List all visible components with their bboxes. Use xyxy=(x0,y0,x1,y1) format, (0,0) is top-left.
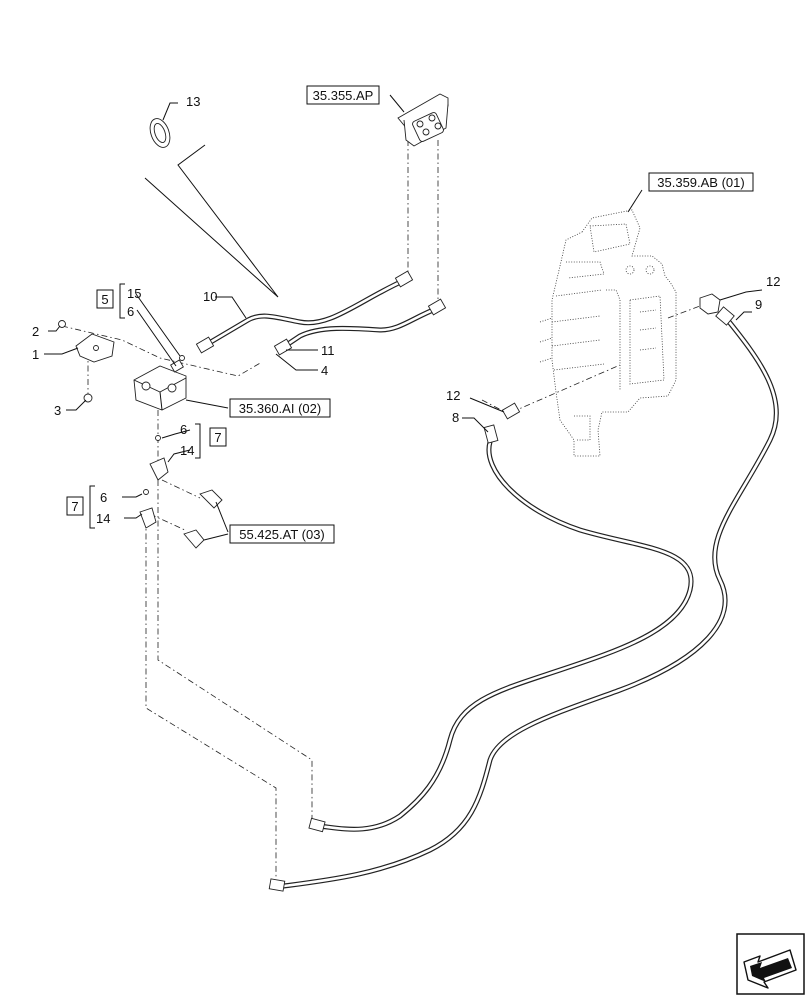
callout-4: 4 xyxy=(321,363,328,378)
next-page-arrow-icon[interactable] xyxy=(736,933,805,995)
ref-box-35360ai[interactable]: 35.360.AI (02) xyxy=(229,398,331,418)
adaptor-fittings xyxy=(501,293,721,420)
ref-box-55425at[interactable]: 55.425.AT (03) xyxy=(229,524,335,544)
callouts: 13 10 15 6 2 1 3 11 4 6 14 6 14 12 12 8 … xyxy=(32,94,780,526)
kit-label-7-upper: 7 xyxy=(214,430,221,445)
control-valve-outline xyxy=(539,209,677,457)
callout-12-left: 12 xyxy=(446,388,460,403)
centerlines xyxy=(61,140,701,878)
callout-14-kit7-lower: 14 xyxy=(96,511,110,526)
shuttle-valve xyxy=(133,355,187,411)
kit-box-5: 5 xyxy=(96,289,114,309)
kit-box-7-lower: 7 xyxy=(66,496,84,516)
callout-11: 11 xyxy=(321,343,335,358)
callout-6-kit7-upper: 6 xyxy=(180,422,187,437)
hose-fittings xyxy=(195,270,735,892)
hoses xyxy=(201,277,779,889)
bracket-part-1 xyxy=(58,320,115,403)
kit-brackets xyxy=(89,283,201,529)
callout-6-kit5: 6 xyxy=(127,304,134,319)
ref-box-35355ap[interactable]: 35.355.AP xyxy=(306,85,380,105)
callout-14-kit7-upper: 14 xyxy=(180,443,194,458)
callout-15: 15 xyxy=(127,286,141,301)
ref-label-55425at: 55.425.AT (03) xyxy=(239,527,325,542)
leader-lines xyxy=(44,94,763,541)
ref-box-35359ab[interactable]: 35.359.AB (01) xyxy=(648,172,754,192)
callout-9: 9 xyxy=(755,297,762,312)
callout-3: 3 xyxy=(54,403,61,418)
callout-6-kit7-lower: 6 xyxy=(100,490,107,505)
callout-1: 1 xyxy=(32,347,39,362)
pilot-valve-block xyxy=(397,93,449,147)
callout-12-right: 12 xyxy=(766,274,780,289)
callout-13: 13 xyxy=(186,94,200,109)
kit-label-5: 5 xyxy=(101,292,108,307)
callout-10: 10 xyxy=(203,289,217,304)
ref-label-35359ab: 35.359.AB (01) xyxy=(657,175,744,190)
ref-label-35360ai: 35.360.AI (02) xyxy=(239,401,321,416)
ref-label-35355ap: 35.355.AP xyxy=(313,88,374,103)
seal-ring-part-13 xyxy=(144,118,279,298)
kit-box-7-upper: 7 xyxy=(209,427,227,447)
callout-8: 8 xyxy=(452,410,459,425)
kit-label-7-lower: 7 xyxy=(71,499,78,514)
callout-2: 2 xyxy=(32,324,39,339)
